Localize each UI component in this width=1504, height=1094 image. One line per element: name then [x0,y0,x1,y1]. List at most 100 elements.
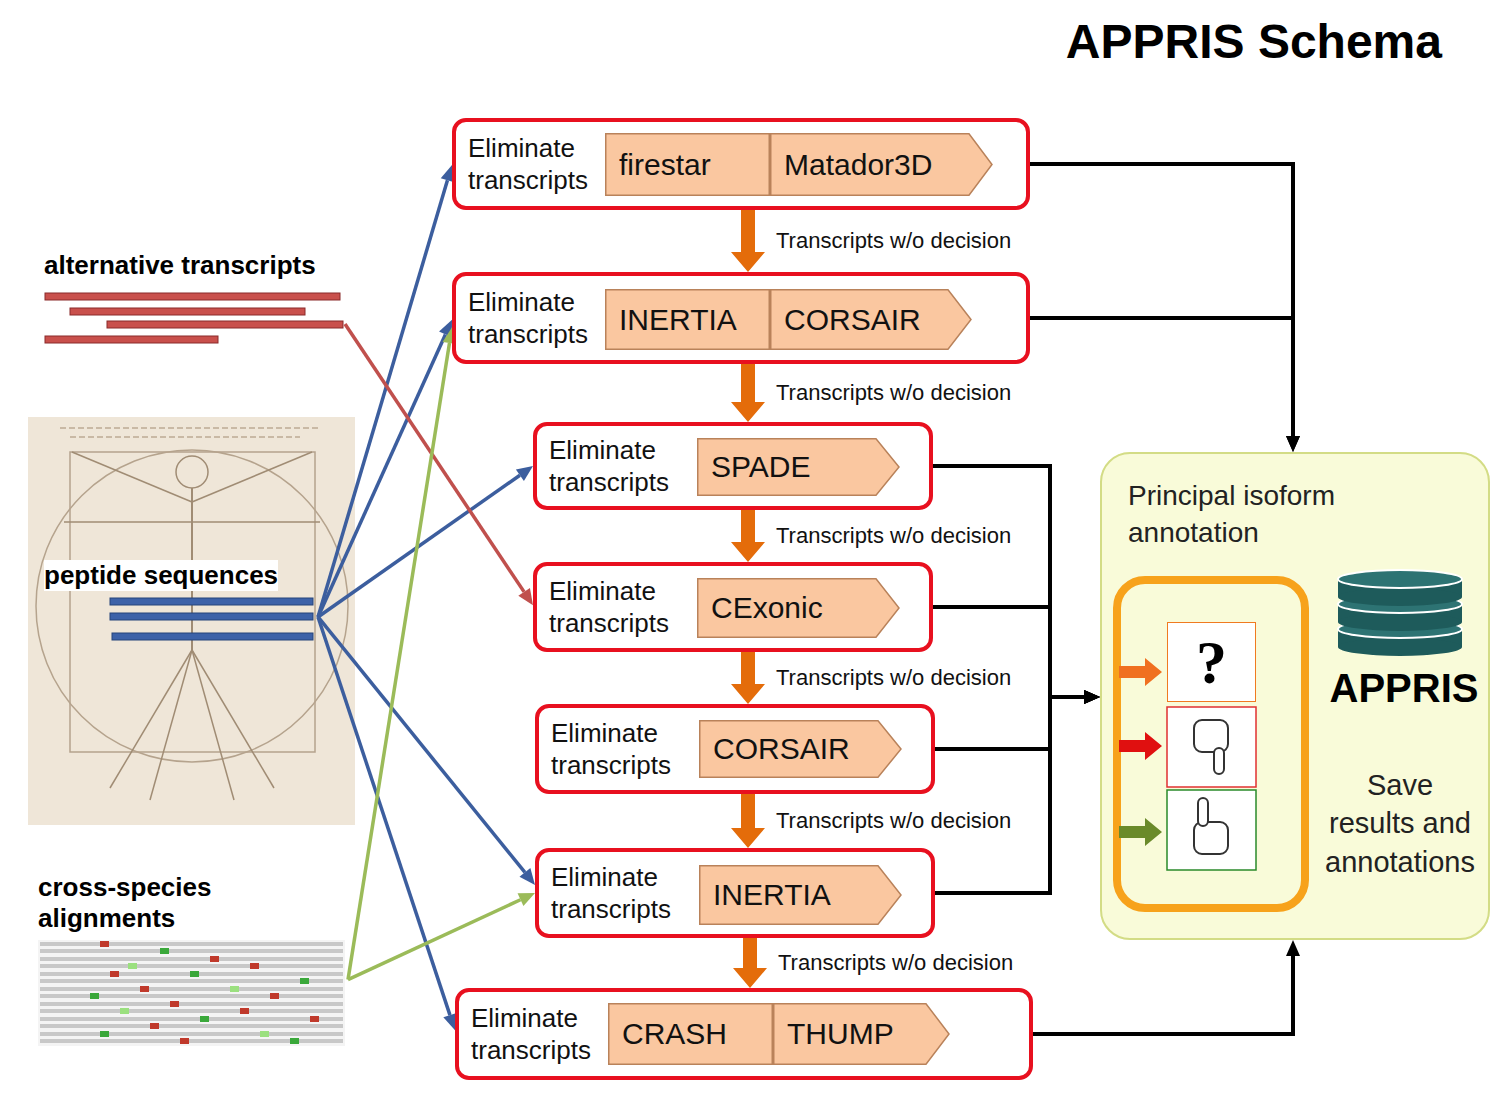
alignment-image-part [170,1001,179,1007]
vitruvian-man-part [150,650,192,800]
alignment-image-part [210,956,219,962]
peptide-bars-part [110,598,313,605]
label-holder: Transcripts w/o decision [774,228,1013,254]
alignment-image-part [40,979,343,983]
connector [733,938,767,988]
method-shape-fill [698,579,899,638]
connector [731,794,765,848]
transcript-bars [45,293,343,343]
method-arrow: CExonic [697,578,900,638]
vitruvian-man [28,417,355,825]
alignment-image-part [40,1024,343,1028]
method-shape-fill [609,1004,773,1065]
alignment-image-part [290,1038,299,1044]
method-name: CExonic [711,591,823,625]
edge-label: Transcripts w/o decision [774,808,1013,834]
method-name: THUMP [787,1017,894,1051]
alignment-image-part [40,942,343,946]
label-holder: Transcripts w/o decision [776,950,1015,976]
connector-line [348,900,520,980]
status-symbol: ? [1196,627,1227,698]
unknown-status-box: ? [1167,622,1256,702]
text-holder: Save results and annotations [1322,766,1478,881]
stage-text: Eliminate transcripts [471,1002,591,1067]
input-label: peptide sequences [44,560,278,591]
annotation-panel-art-part [1194,720,1228,752]
arrow-head [1286,436,1300,452]
alignment-image-part [90,993,99,999]
arrow-head [519,868,535,885]
connector [318,617,535,885]
arrow-head [1084,690,1100,704]
peptide-bars-part [110,613,313,620]
annotation-panel-art-part [1119,818,1162,846]
flow-arrow [731,364,765,422]
method-name: CORSAIR [784,303,921,337]
edge-label: Transcripts w/o decision [774,380,1013,406]
method-shape-fill [774,1004,949,1065]
connector-line [933,466,1084,697]
input-source: alternative transcripts [40,246,345,346]
flow-arrow [731,510,765,562]
vitruvian-man-part [192,452,312,502]
annotation-panel-art-part [1194,822,1228,854]
edge-label: Transcripts w/o decision [774,523,1013,549]
input-label: alternative transcripts [44,250,316,281]
arrow-head [1286,436,1300,452]
filter-stage-box: Eliminate transcriptsSPADE [533,422,933,510]
connector [731,210,765,272]
method-shape-fill [700,721,901,778]
method-name: INERTIA [619,303,737,337]
input-source: cross-species alignments [34,868,348,1048]
filter-stage-box: Eliminate transcripts INERTIA [535,848,935,938]
stage-text: Eliminate transcripts [551,717,671,782]
label-holder: Transcripts w/o decision [774,665,1013,691]
vitruvian-man-part [176,456,208,488]
stage-text: Eliminate transcripts [551,861,671,926]
peptide-bars-part [112,633,313,640]
diagram-title: APPRIS Schema [1066,14,1442,69]
alignment-image-part [190,971,199,977]
connector [1030,318,1300,452]
connector [731,510,765,562]
alignment-image-part [38,940,345,1046]
alignment-image-part [40,994,343,998]
stage-text: Eliminate transcripts [468,132,588,197]
annotation-panel-art-part [1119,732,1162,760]
connector-line [318,617,450,1015]
input-label: cross-species alignments [38,872,238,934]
method-arrow: CORSAIR [699,720,902,778]
alignment-image-part [300,978,309,984]
label-holder: Transcripts w/o decision [774,523,1013,549]
method-arrow: Matador3D [770,133,993,196]
method-arrow: CORSAIR [770,289,972,350]
method-shape-fill [698,439,899,496]
database-name: APPRIS [1324,662,1484,715]
alignment-image-part [40,1002,343,1006]
alignment-image-part [100,1031,109,1037]
label-holder: Transcripts w/o decision [774,380,1013,406]
filter-stage-box: Eliminate transcriptsfirestarMatador3D [452,118,1030,210]
arrow-head [1286,940,1300,956]
alignment-image-part [230,986,239,992]
alignment-image-part [40,964,343,968]
connector-line [348,343,449,980]
annotation-panel-art-part [1338,570,1462,588]
connector [348,893,535,980]
method-arrow: THUMP [773,1003,950,1065]
connector-line [1033,956,1293,1034]
alignment-image-part [120,1008,129,1014]
method-name: CORSAIR [713,732,850,766]
vitruvian-man-part [60,427,320,429]
transcript-bars-part [45,293,340,300]
alignment-image-part [40,1009,343,1013]
annotation-panel-art-part [1198,798,1208,826]
method-name: SPADE [711,450,810,484]
vitruvian-man-part [192,650,274,788]
vitruvian-man-part [72,452,192,502]
method-name: INERTIA [713,878,831,912]
text-holder: Principal isoform annotation [1128,478,1378,552]
transcript-bars-part [45,336,218,343]
flow-arrow [731,794,765,848]
filter-stage-box: Eliminate transcriptsINERTIACORSAIR [452,272,1030,364]
